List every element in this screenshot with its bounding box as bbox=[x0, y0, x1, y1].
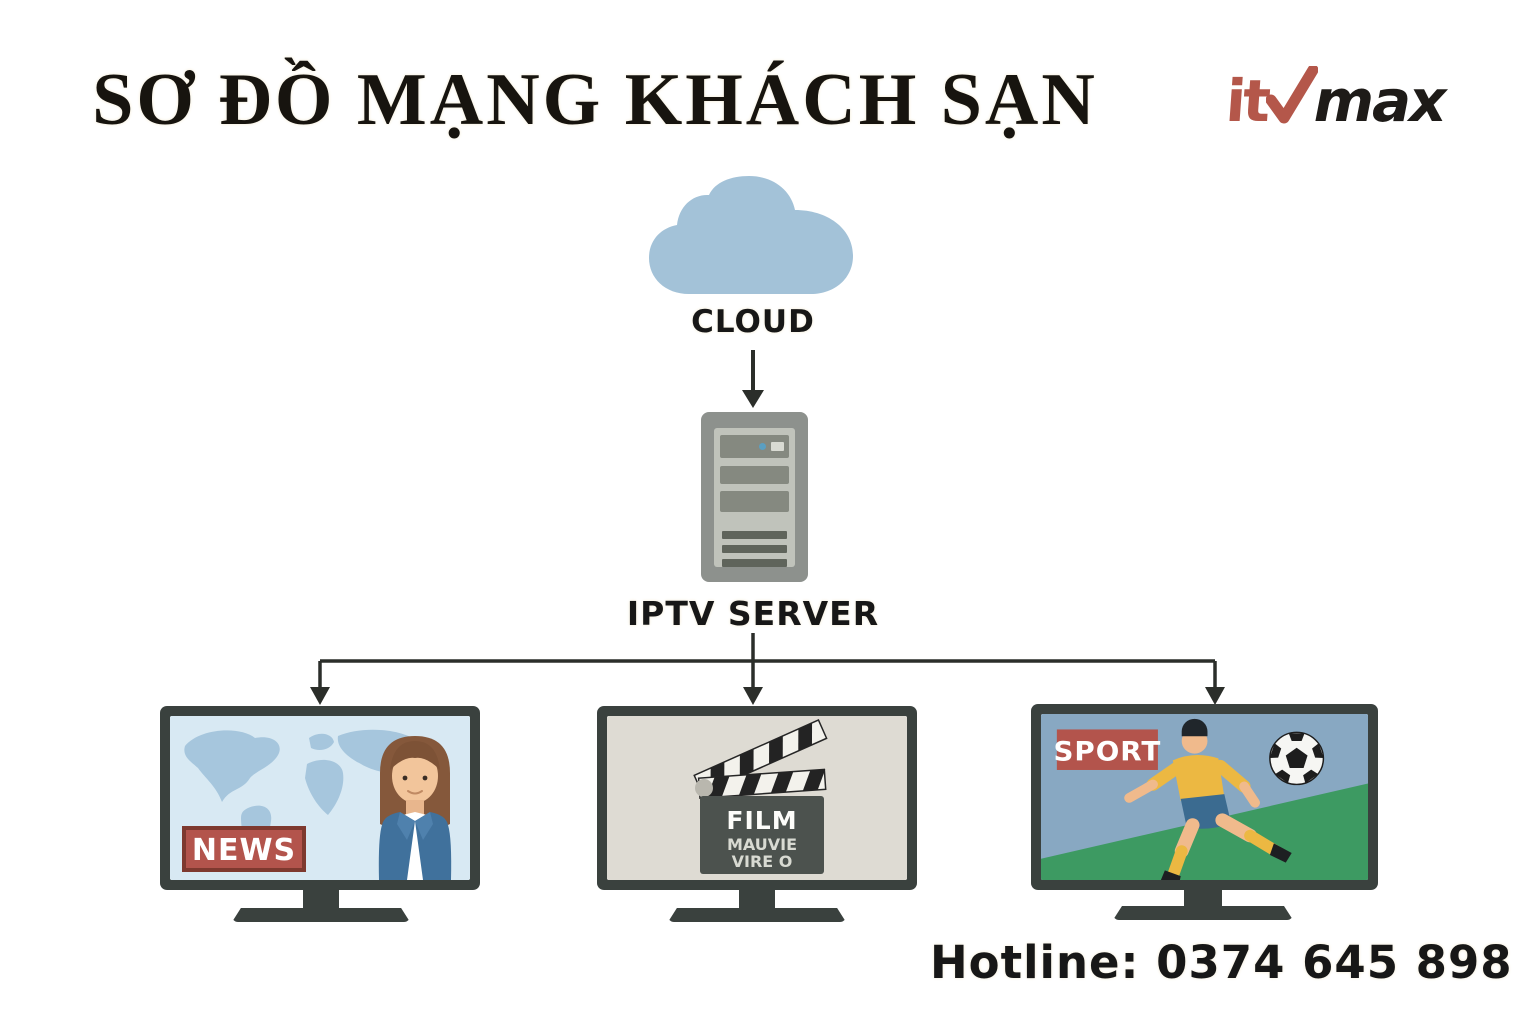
news-anchor bbox=[378, 736, 452, 880]
tv-film-screen: FILM MAUVIE VIRE O bbox=[607, 716, 907, 880]
server-led-icon bbox=[759, 443, 766, 450]
iptv-server-icon bbox=[701, 412, 808, 582]
logo-text-it: it bbox=[1223, 67, 1270, 135]
itvmax-logo: it max bbox=[1223, 64, 1447, 135]
server-vent-slot bbox=[722, 559, 787, 567]
tv-sport-stand-base bbox=[1113, 906, 1293, 920]
cloud-label: CLOUD bbox=[691, 304, 815, 340]
server-port-icon bbox=[771, 442, 784, 451]
logo-text-max: max bbox=[1313, 67, 1447, 135]
svg-text:VIRE O: VIRE O bbox=[732, 852, 793, 871]
server-drive-bay bbox=[720, 435, 789, 458]
iptv-server-label: IPTV SERVER bbox=[626, 594, 880, 633]
tv-film: FILM MAUVIE VIRE O bbox=[597, 706, 917, 890]
server-vent-slot bbox=[722, 531, 787, 539]
news-badge: NEWS bbox=[182, 826, 306, 872]
soccer-ball bbox=[1269, 731, 1325, 786]
tv-news-screen: NEWS bbox=[170, 716, 470, 880]
tv-sport: SPORT bbox=[1031, 704, 1378, 890]
tv-sport-stand-neck bbox=[1184, 888, 1222, 908]
tv-news: NEWS bbox=[160, 706, 480, 890]
tv-sport-screen: SPORT bbox=[1041, 714, 1368, 880]
svg-text:NEWS: NEWS bbox=[192, 833, 296, 868]
server-drive-bay bbox=[720, 466, 789, 484]
connector-lines bbox=[270, 633, 1270, 713]
server-front-panel bbox=[714, 428, 795, 567]
soccer-player bbox=[1124, 718, 1292, 880]
svg-text:SPORT: SPORT bbox=[1053, 737, 1161, 768]
tv-film-stand-base bbox=[668, 908, 846, 922]
svg-text:FILM: FILM bbox=[726, 806, 797, 835]
sport-badge: SPORT bbox=[1053, 729, 1161, 770]
svg-text:MAUVIE: MAUVIE bbox=[727, 835, 797, 854]
hotline-text: Hotline: 0374 645 898 bbox=[930, 936, 1513, 989]
cloud-icon bbox=[645, 176, 857, 294]
tv-news-stand-base bbox=[232, 908, 410, 922]
page-title: SƠ ĐỒ MẠNG KHÁCH SẠN bbox=[92, 59, 1098, 141]
server-drive-bay bbox=[720, 491, 789, 512]
clapperboard: FILM MAUVIE VIRE O bbox=[693, 719, 828, 874]
arrow-cloud-to-server bbox=[735, 348, 771, 410]
server-vent-slot bbox=[722, 545, 787, 553]
tv-news-stand-neck bbox=[303, 888, 339, 910]
logo-checkmark-icon bbox=[1265, 64, 1319, 128]
tv-film-stand-neck bbox=[739, 888, 775, 910]
